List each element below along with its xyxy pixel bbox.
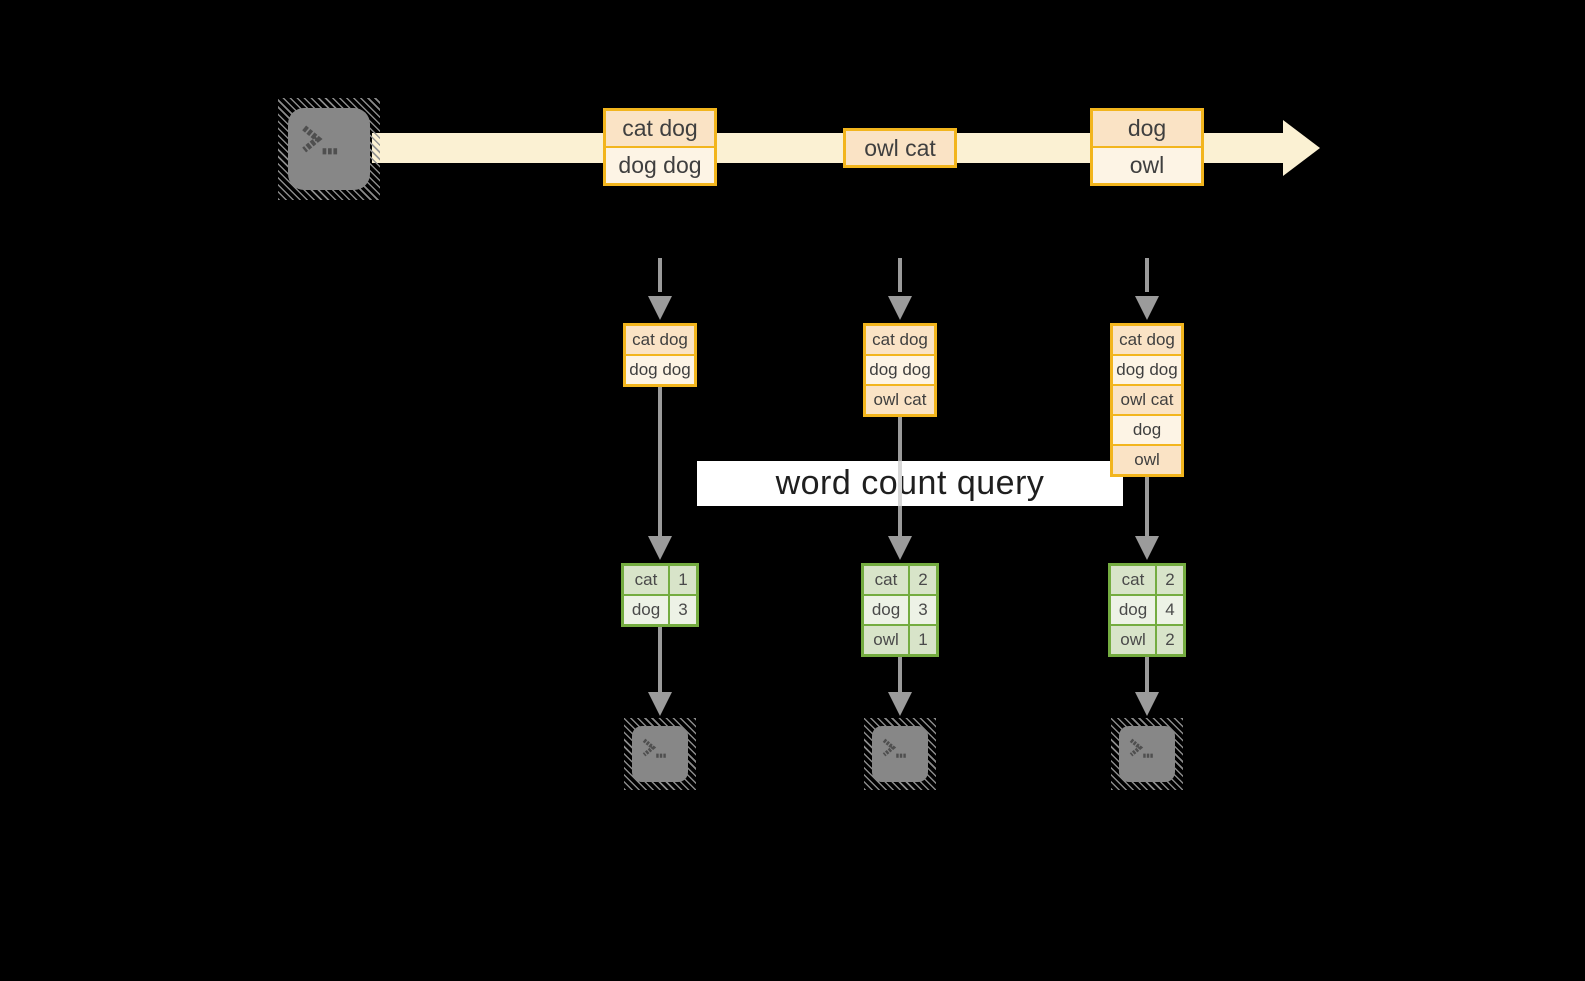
snapshot-arrow — [658, 258, 662, 292]
sink-terminal-icon — [1111, 718, 1183, 790]
snapshot-row: owl cat — [866, 384, 934, 414]
terminal-prompt-icon — [1129, 738, 1154, 758]
count-cell: 3 — [918, 600, 928, 619]
terminal-window — [1119, 726, 1175, 782]
snapshot-row: dog dog — [1113, 354, 1181, 384]
arrowhead-icon — [648, 296, 672, 320]
query-banner-label: word count query — [775, 464, 1045, 502]
snapshot-row: owl cat — [1113, 384, 1181, 414]
stream-event: cat dog — [606, 111, 714, 146]
count-cell: 1 — [918, 630, 928, 649]
terminal-prompt-icon — [302, 125, 339, 155]
table-row: dog 3 — [624, 594, 696, 624]
stream-event-box: owl cat — [843, 128, 957, 168]
connector-line-overlay — [898, 461, 902, 506]
connector-line — [658, 627, 662, 694]
word-cell: owl — [864, 626, 910, 654]
arrowhead-icon — [648, 536, 672, 560]
word-cell: dog — [1111, 596, 1157, 624]
snapshot-arrow — [898, 258, 902, 292]
count-cell: 3 — [678, 600, 688, 619]
table-row: cat 2 — [864, 566, 936, 594]
table-row: cat 2 — [1111, 566, 1183, 594]
word-count-table: cat 1 dog 3 — [621, 563, 699, 627]
word-cell: dog — [864, 596, 910, 624]
source-terminal-icon — [278, 98, 380, 200]
arrowhead-icon — [1135, 692, 1159, 716]
connector-line — [898, 657, 902, 694]
arrowhead-icon — [888, 692, 912, 716]
word-cell: cat — [624, 566, 670, 594]
word-cell: cat — [1111, 566, 1157, 594]
snapshot-stack: cat dog dog dog owl cat dog owl — [1110, 323, 1184, 477]
terminal-prompt-icon — [882, 738, 907, 758]
snapshot-row: cat dog — [626, 326, 694, 354]
arrowhead-icon — [1135, 296, 1159, 320]
query-banner: word count query — [697, 461, 1123, 506]
stream-event: dog — [1093, 111, 1201, 146]
count-cell: 2 — [1165, 570, 1175, 589]
snapshot-row: dog dog — [626, 354, 694, 384]
snapshot-stack: cat dog dog dog — [623, 323, 697, 387]
terminal-window — [632, 726, 688, 782]
table-row: cat 1 — [624, 566, 696, 594]
terminal-window — [288, 108, 370, 190]
arrowhead-icon — [1135, 536, 1159, 560]
arrowhead-icon — [888, 536, 912, 560]
table-row: dog 3 — [864, 594, 936, 624]
stream-event: dog dog — [606, 146, 714, 183]
snapshot-row: dog — [1113, 414, 1181, 444]
table-row: owl 2 — [1111, 624, 1183, 654]
stream-event-box: dog owl — [1090, 108, 1204, 186]
snapshot-arrow — [1145, 258, 1149, 292]
terminal-prompt-icon — [642, 738, 667, 758]
connector-line — [658, 387, 662, 536]
snapshot-row: cat dog — [1113, 326, 1181, 354]
word-cell: dog — [624, 596, 670, 624]
count-cell: 1 — [678, 570, 688, 589]
table-row: dog 4 — [1111, 594, 1183, 624]
arrowhead-icon — [888, 296, 912, 320]
word-cell: cat — [864, 566, 910, 594]
word-cell: owl — [1111, 626, 1157, 654]
sink-terminal-icon — [624, 718, 696, 790]
table-row: owl 1 — [864, 624, 936, 654]
stream-event-box: cat dog dog dog — [603, 108, 717, 186]
count-cell: 2 — [1165, 630, 1175, 649]
snapshot-stack: cat dog dog dog owl cat — [863, 323, 937, 417]
count-cell: 4 — [1165, 600, 1175, 619]
snapshot-row: dog dog — [866, 354, 934, 384]
stream-event: owl cat — [846, 131, 954, 165]
terminal-window — [872, 726, 928, 782]
connector-line — [1145, 477, 1149, 536]
arrowhead-icon — [648, 692, 672, 716]
word-count-table: cat 2 dog 3 owl 1 — [861, 563, 939, 657]
snapshot-row: owl — [1113, 444, 1181, 474]
snapshot-row: cat dog — [866, 326, 934, 354]
count-cell: 2 — [918, 570, 928, 589]
stream-event: owl — [1093, 146, 1201, 183]
word-count-table: cat 2 dog 4 owl 2 — [1108, 563, 1186, 657]
stream-arrowhead-icon — [1283, 120, 1320, 176]
sink-terminal-icon — [864, 718, 936, 790]
connector-line — [1145, 657, 1149, 694]
